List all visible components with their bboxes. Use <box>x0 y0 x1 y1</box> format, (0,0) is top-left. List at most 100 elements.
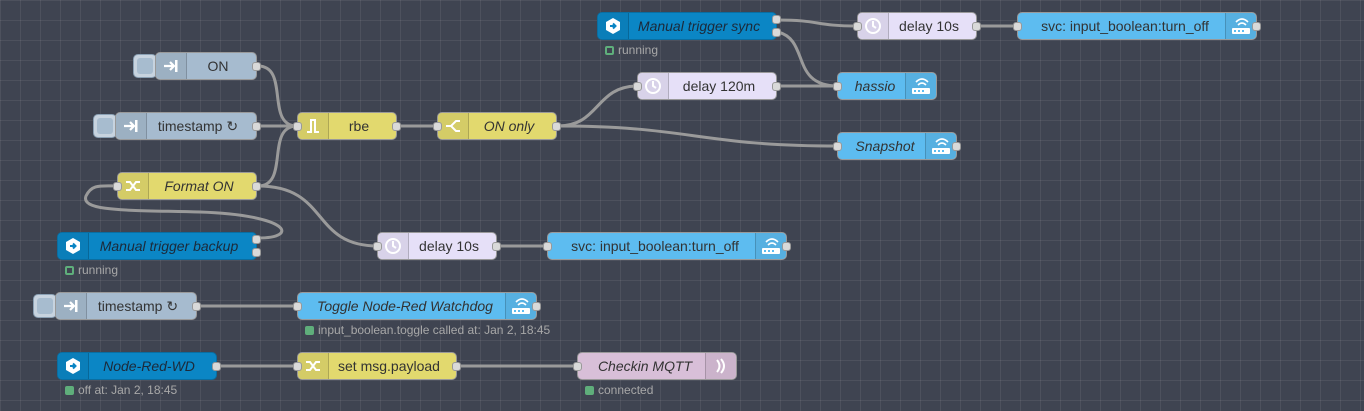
status-dot-icon <box>305 325 314 335</box>
input-port[interactable] <box>293 302 302 311</box>
node-label: delay 120m <box>682 78 756 94</box>
inject-timestamp-node[interactable]: timestamp ↻ <box>55 292 201 320</box>
output-port[interactable] <box>782 242 791 251</box>
node-label: Manual trigger sync <box>637 18 761 34</box>
node-status: connected <box>585 383 653 397</box>
output-port[interactable] <box>772 15 781 24</box>
output-port[interactable] <box>972 22 981 31</box>
input-port[interactable] <box>833 82 842 91</box>
output-port[interactable] <box>492 242 501 251</box>
node-status: input_boolean.toggle called at: Jan 2, 1… <box>305 323 550 337</box>
output-port[interactable] <box>532 302 541 311</box>
output-port[interactable] <box>252 235 261 244</box>
node-label: Manual trigger backup <box>99 238 239 254</box>
shuffle-icon <box>298 353 329 379</box>
status-dot-icon <box>65 265 74 275</box>
output-port[interactable] <box>392 122 401 131</box>
input-port[interactable] <box>293 362 302 371</box>
status-dot-icon <box>605 45 614 55</box>
snapshot-node[interactable]: Snapshot <box>833 132 961 160</box>
inject-trigger-button[interactable] <box>133 54 157 78</box>
node-label: ON only <box>483 118 535 134</box>
node-label: set msg.payload <box>338 358 440 374</box>
delay-120m-node[interactable]: delay 120m <box>633 72 781 100</box>
timer-icon <box>378 233 409 259</box>
node-label: Snapshot <box>855 138 915 154</box>
node-label: timestamp ↻ <box>97 297 179 314</box>
node-label: rbe <box>348 118 370 134</box>
manual-trigger-backup-node[interactable]: Manual trigger backup <box>57 232 261 260</box>
manual-trigger-sync-node[interactable]: Manual trigger sync <box>597 12 781 40</box>
node-red-wd-node[interactable]: Node-Red-WD <box>57 352 221 380</box>
input-port[interactable] <box>113 182 122 191</box>
home-assistant-icon <box>505 293 536 319</box>
node-label: Node-Red-WD <box>103 358 195 374</box>
output-port[interactable] <box>452 362 461 371</box>
node-label: delay 10s <box>419 238 479 254</box>
node-status: running <box>65 263 118 277</box>
format-on-node[interactable]: Format ON <box>113 172 261 200</box>
output-port[interactable] <box>252 182 261 191</box>
wire-sync-to-hassio <box>777 30 839 88</box>
switch-icon <box>438 113 469 139</box>
wire-backup-to-format <box>84 184 284 240</box>
delay-10s-node[interactable]: delay 10s <box>373 232 501 260</box>
output-port[interactable] <box>252 62 261 71</box>
output-port[interactable] <box>772 28 781 37</box>
wire-ononly-to-snapshot <box>557 124 839 148</box>
delay-10s-node[interactable]: delay 10s <box>853 12 981 40</box>
on-only-switch-node[interactable]: ON only <box>433 112 561 140</box>
wire-ononly-to-delay120 <box>557 84 639 128</box>
output-port[interactable] <box>252 248 261 257</box>
input-port[interactable] <box>543 242 552 251</box>
hassio-node[interactable]: hassio <box>833 72 937 100</box>
output-port[interactable] <box>212 362 221 371</box>
node-label: Format ON <box>164 178 234 194</box>
svc-turn-off-node[interactable]: svc: input_boolean:turn_off <box>1013 12 1261 40</box>
input-port[interactable] <box>433 122 442 131</box>
node-label: Checkin MQTT <box>597 358 693 374</box>
output-port[interactable] <box>192 302 201 311</box>
inject-trigger-button[interactable] <box>93 114 117 138</box>
status-dot-icon <box>585 385 594 395</box>
status-dot-icon <box>65 385 74 395</box>
input-port[interactable] <box>1013 22 1022 31</box>
trigger-icon <box>58 353 89 379</box>
wire-sync-to-delay <box>777 18 858 28</box>
wire-on-to-rbe <box>257 64 298 128</box>
arrow-in-icon <box>116 113 147 139</box>
output-port[interactable] <box>772 82 781 91</box>
node-label: svc: input_boolean:turn_off <box>571 238 739 254</box>
node-label: ON <box>207 58 229 74</box>
inject-trigger-button[interactable] <box>33 294 57 318</box>
input-port[interactable] <box>573 362 582 371</box>
home-assistant-icon <box>1225 13 1256 39</box>
rbe-node[interactable]: rbe <box>293 112 401 140</box>
trigger-icon <box>598 13 629 39</box>
home-assistant-icon <box>905 73 936 99</box>
node-label: Toggle Node-Red Watchdog <box>317 298 493 314</box>
output-port[interactable] <box>1252 22 1261 31</box>
output-port[interactable] <box>952 142 961 151</box>
timer-icon <box>638 73 669 99</box>
home-assistant-icon <box>925 133 956 159</box>
input-port[interactable] <box>373 242 382 251</box>
wire-format-to-delay10 <box>257 184 379 248</box>
node-label: delay 10s <box>899 18 959 34</box>
svc-turn-off-node[interactable]: svc: input_boolean:turn_off <box>543 232 791 260</box>
shuffle-icon <box>118 173 149 199</box>
set-msg-payload-node[interactable]: set msg.payload <box>293 352 461 380</box>
output-port[interactable] <box>252 122 261 131</box>
output-port[interactable] <box>552 122 561 131</box>
wire-format-to-rbe <box>257 124 298 188</box>
toggle-watchdog-node[interactable]: Toggle Node-Red Watchdog <box>293 292 541 320</box>
input-port[interactable] <box>853 22 862 31</box>
input-port[interactable] <box>633 82 642 91</box>
node-status: running <box>605 43 658 57</box>
input-port[interactable] <box>833 142 842 151</box>
input-port[interactable] <box>293 122 302 131</box>
checkin-mqtt-node[interactable]: Checkin MQTT <box>573 352 737 380</box>
inject-timestamp-node[interactable]: timestamp ↻ <box>115 112 261 140</box>
inject-on-node[interactable]: ON <box>155 52 261 80</box>
